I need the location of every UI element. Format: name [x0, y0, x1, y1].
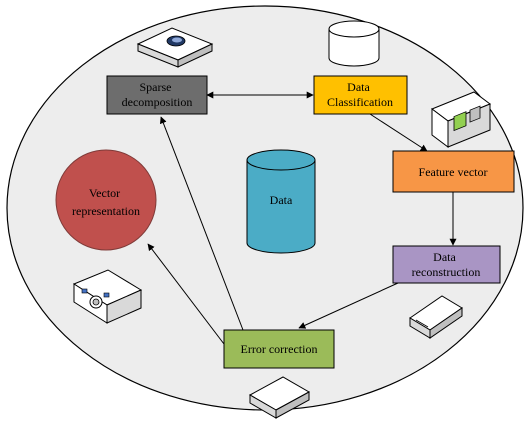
sparse-decomposition-label: Sparse decomposition	[122, 80, 193, 109]
error-correction-node	[223, 329, 335, 369]
arrow-classification-feature	[369, 113, 428, 152]
vector-representation-label: Vector representation	[72, 186, 140, 218]
feature-vector-node	[392, 150, 515, 193]
arrow-reconstruction-error	[298, 282, 399, 329]
data-classification-node	[313, 75, 408, 115]
scanner-icon	[430, 91, 492, 148]
router-icon	[136, 27, 214, 68]
data-classification-label: Data Classification	[327, 80, 393, 109]
server-icon	[409, 295, 463, 339]
arrow-error-vector	[147, 243, 225, 345]
error-correction-label: Error correction	[241, 342, 318, 356]
data-cylinder-label: Data	[270, 193, 293, 207]
sparse-decomposition-node	[106, 75, 208, 115]
data-reconstruction-node	[392, 245, 501, 284]
feature-vector-label: Feature vector	[419, 165, 488, 179]
vector-representation-node	[55, 149, 157, 251]
switch-icon	[248, 376, 311, 419]
database-icon	[328, 20, 380, 67]
arrow-error-sparse	[159, 116, 244, 331]
projector-icon	[72, 269, 143, 324]
data-cylinder	[246, 149, 316, 254]
data-reconstruction-label: Data reconstruction	[412, 250, 481, 279]
